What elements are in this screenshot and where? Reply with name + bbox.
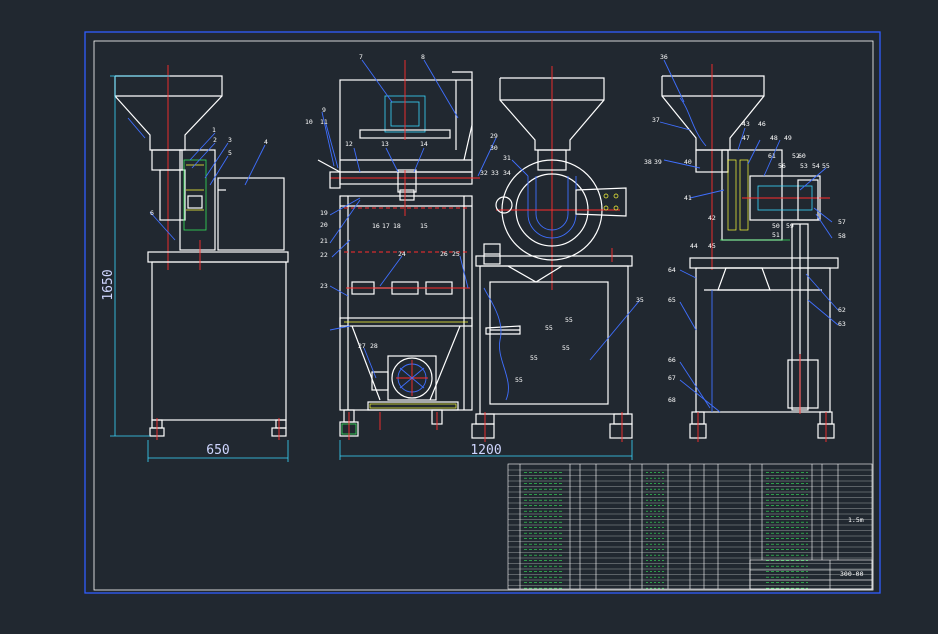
title-block-note: 1.5m [848, 516, 864, 524]
svg-text:68: 68 [668, 396, 676, 404]
svg-text:60: 60 [798, 152, 806, 160]
svg-text:55: 55 [562, 344, 570, 352]
svg-text:10: 10 [305, 118, 313, 126]
svg-text:17: 17 [382, 222, 390, 230]
svg-text:6: 6 [150, 209, 154, 217]
svg-text:18: 18 [393, 222, 401, 230]
svg-text:62: 62 [838, 306, 846, 314]
inner-border [93, 40, 874, 591]
svg-text:4: 4 [264, 138, 268, 146]
svg-text:42: 42 [708, 214, 716, 222]
svg-text:30: 30 [490, 144, 498, 152]
svg-text:9: 9 [322, 106, 326, 114]
svg-text:34: 34 [503, 169, 511, 177]
svg-text:55: 55 [545, 324, 553, 332]
dimension-height: 1650 [101, 269, 116, 300]
svg-text:53: 53 [800, 162, 808, 170]
svg-text:36: 36 [660, 53, 668, 61]
labels-left: 1 2 3 5 4 6 [150, 126, 268, 217]
svg-text:54: 54 [812, 162, 820, 170]
svg-text:64: 64 [668, 266, 676, 274]
svg-text:47: 47 [742, 134, 750, 142]
svg-text:25: 25 [452, 250, 460, 258]
svg-text:8: 8 [421, 53, 425, 61]
svg-text:16: 16 [372, 222, 380, 230]
svg-text:59: 59 [786, 222, 794, 230]
svg-text:56: 56 [778, 162, 786, 170]
svg-text:55: 55 [822, 162, 830, 170]
svg-text:43: 43 [742, 120, 750, 128]
svg-text:44: 44 [690, 242, 698, 250]
svg-text:40: 40 [684, 158, 692, 166]
svg-text:22: 22 [320, 251, 328, 259]
svg-text:32: 32 [480, 169, 488, 177]
svg-text:5: 5 [228, 149, 232, 157]
svg-text:2: 2 [213, 136, 217, 144]
labels-right: 36 37 38 39 40 41 42 43 44 45 46 47 48 4… [644, 53, 846, 404]
svg-text:49: 49 [784, 134, 792, 142]
svg-text:24: 24 [398, 250, 406, 258]
side-view-left [110, 65, 289, 462]
svg-text:23: 23 [320, 282, 328, 290]
svg-text:38: 38 [644, 158, 652, 166]
svg-text:7: 7 [359, 53, 363, 61]
svg-text:29: 29 [490, 132, 498, 140]
svg-text:37: 37 [652, 116, 660, 124]
svg-text:35: 35 [636, 296, 644, 304]
drawing-code: 300-00 [840, 570, 864, 578]
svg-text:55: 55 [565, 316, 573, 324]
svg-text:55: 55 [515, 376, 523, 384]
svg-text:66: 66 [668, 356, 676, 364]
svg-text:33: 33 [491, 169, 499, 177]
dimension-width-side: 650 [206, 443, 229, 458]
front-view-grinder: 55 55 55 55 55 [471, 66, 633, 442]
svg-text:14: 14 [420, 140, 428, 148]
svg-text:46: 46 [758, 120, 766, 128]
svg-text:13: 13 [381, 140, 389, 148]
svg-text:57: 57 [838, 218, 846, 226]
svg-text:31: 31 [503, 154, 511, 162]
svg-text:1: 1 [212, 126, 216, 134]
section-view-right [661, 64, 839, 442]
svg-text:3: 3 [228, 136, 232, 144]
front-view-frame [317, 60, 480, 440]
labels-mid: 7 8 9 10 11 12 13 14 19 20 21 22 16 17 1… [305, 53, 644, 350]
svg-text:48: 48 [770, 134, 778, 142]
svg-text:20: 20 [320, 221, 328, 229]
dimension-width-front: 1200 [470, 443, 501, 458]
svg-text:15: 15 [420, 222, 428, 230]
svg-text:39: 39 [654, 158, 662, 166]
svg-text:27: 27 [358, 342, 366, 350]
svg-text:28: 28 [370, 342, 378, 350]
svg-text:55: 55 [530, 354, 538, 362]
svg-text:41: 41 [684, 194, 692, 202]
svg-text:12: 12 [345, 140, 353, 148]
svg-text:45: 45 [708, 242, 716, 250]
outer-border [84, 31, 881, 594]
svg-text:65: 65 [668, 296, 676, 304]
svg-text:67: 67 [668, 374, 676, 382]
svg-text:26: 26 [440, 250, 448, 258]
svg-text:52: 52 [792, 152, 800, 160]
svg-text:61: 61 [768, 152, 776, 160]
parts-list-table: 1.5m 300-00 [507, 463, 873, 590]
svg-text:50: 50 [772, 222, 780, 230]
svg-text:19: 19 [320, 209, 328, 217]
leaders-mid [321, 59, 641, 379]
leaders-right [659, 59, 839, 413]
svg-text:63: 63 [838, 320, 846, 328]
svg-text:51: 51 [772, 231, 780, 239]
svg-text:11: 11 [320, 118, 328, 126]
svg-text:21: 21 [320, 237, 328, 245]
svg-text:58: 58 [838, 232, 846, 240]
